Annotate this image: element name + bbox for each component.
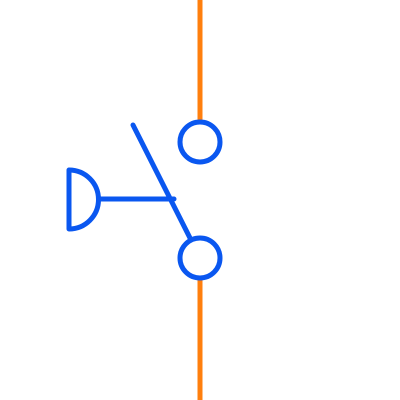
push-button-head	[66, 167, 101, 232]
top-terminal	[177, 119, 223, 165]
bottom-terminal	[177, 235, 223, 281]
switch-lever	[130, 122, 193, 241]
